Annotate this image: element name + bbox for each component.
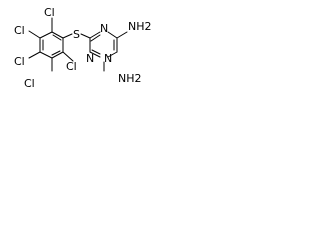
bond-benzene-6 bbox=[39, 31, 53, 39]
bond-triazine-1 bbox=[89, 31, 101, 39]
bond-cl-bottom bbox=[62, 51, 74, 62]
bond-benzene-1 bbox=[51, 31, 64, 39]
bond-triazine-4 bbox=[107, 51, 118, 58]
triazine-ring bbox=[89, 31, 118, 58]
bond-cl-upper-left bbox=[28, 30, 41, 39]
bond-sulfur-triazine bbox=[80, 33, 91, 39]
bond-triazine-1b bbox=[90, 34, 101, 42]
atom-label-cl-top: Cl bbox=[44, 6, 55, 19]
bond-benzene-double-1 bbox=[52, 34, 62, 41]
atom-label-cl-bottom: Cl bbox=[66, 60, 77, 73]
atom-label-sulfur: S bbox=[73, 28, 80, 41]
bond-benzene-double-2 bbox=[51, 50, 61, 56]
bond-triazine-5b bbox=[91, 49, 101, 55]
atom-label-cl-lower-left: Cl bbox=[24, 77, 35, 90]
atom-label-n-ring-top-right: N bbox=[100, 22, 108, 35]
bond-nh2-top bbox=[116, 31, 128, 39]
bond-triazine-2 bbox=[107, 31, 118, 39]
atom-label-n-ring-bottom-left: N bbox=[86, 52, 94, 65]
bond-aryl-sulfur bbox=[62, 33, 73, 39]
chemical-structure-diagram: Cl Cl Cl Cl Cl S N N N NH2 NH2 bbox=[14, 6, 152, 90]
atom-label-cl-left: Cl bbox=[14, 55, 25, 68]
bond-cl-left bbox=[28, 51, 41, 59]
atom-label-nh2-top: NH2 bbox=[128, 20, 152, 33]
bond-triazine-5 bbox=[89, 51, 101, 58]
atom-label-n-ring-bottom-right: N bbox=[104, 52, 112, 65]
bond-benzene-4 bbox=[39, 51, 53, 59]
atom-label-nh2-bottom: NH2 bbox=[118, 72, 142, 85]
benzene-ring bbox=[39, 31, 64, 59]
bond-benzene-3 bbox=[51, 51, 64, 59]
atom-label-cl-upper-left: Cl bbox=[14, 24, 25, 37]
